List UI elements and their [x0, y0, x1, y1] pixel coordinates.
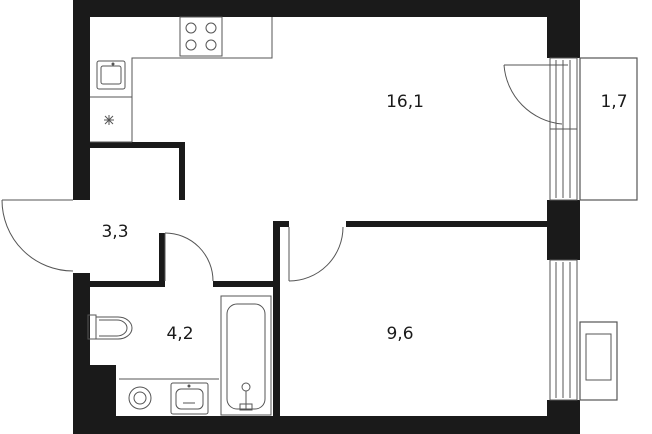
bathroom-door — [164, 232, 214, 282]
kitchen-sink-icon — [96, 60, 126, 90]
interior-walls — [88, 142, 547, 416]
bedroom-wall-top — [346, 221, 547, 227]
bathroom-wall-top-right — [213, 281, 275, 287]
area-label-hall: 3,3 — [101, 222, 128, 242]
area-label-living: 16,1 — [386, 92, 424, 112]
stove-icon — [179, 16, 223, 57]
kitchen-partition-vertical — [179, 142, 185, 200]
wall-left-lower — [73, 273, 90, 434]
window-living — [549, 57, 578, 201]
wall-left-upper — [73, 0, 90, 200]
kitchen-partition-horizontal — [90, 142, 185, 148]
bathtub-icon — [220, 295, 272, 416]
entrance-door — [1, 199, 74, 272]
ac-unit — [579, 321, 618, 401]
bathroom-wall-top-left — [90, 281, 165, 287]
wall-right-bottom — [547, 400, 580, 434]
wall-right-middle — [547, 200, 580, 260]
area-label-balcony: 1,7 — [600, 92, 627, 112]
bathroom-door-jamb — [159, 233, 165, 287]
bedroom-wall-left — [273, 221, 280, 416]
area-label-bathroom: 4,2 — [166, 324, 193, 344]
exterior-walls — [73, 0, 580, 434]
fan-icon — [104, 115, 114, 125]
balcony — [503, 57, 638, 201]
area-label-bedroom: 9,6 — [386, 324, 413, 344]
kitchen-counter — [90, 17, 273, 143]
window-bedroom — [549, 259, 578, 401]
bathroom-shaft — [88, 365, 116, 416]
bedroom-door — [288, 226, 344, 282]
bathroom-sink-icon — [170, 382, 209, 415]
wall-right-top — [547, 0, 580, 58]
wall-bottom — [73, 416, 580, 434]
washing-machine-icon — [128, 386, 152, 410]
toilet-icon — [87, 314, 133, 340]
bedroom-wall-top-stub — [273, 221, 289, 227]
wall-top — [73, 0, 580, 17]
